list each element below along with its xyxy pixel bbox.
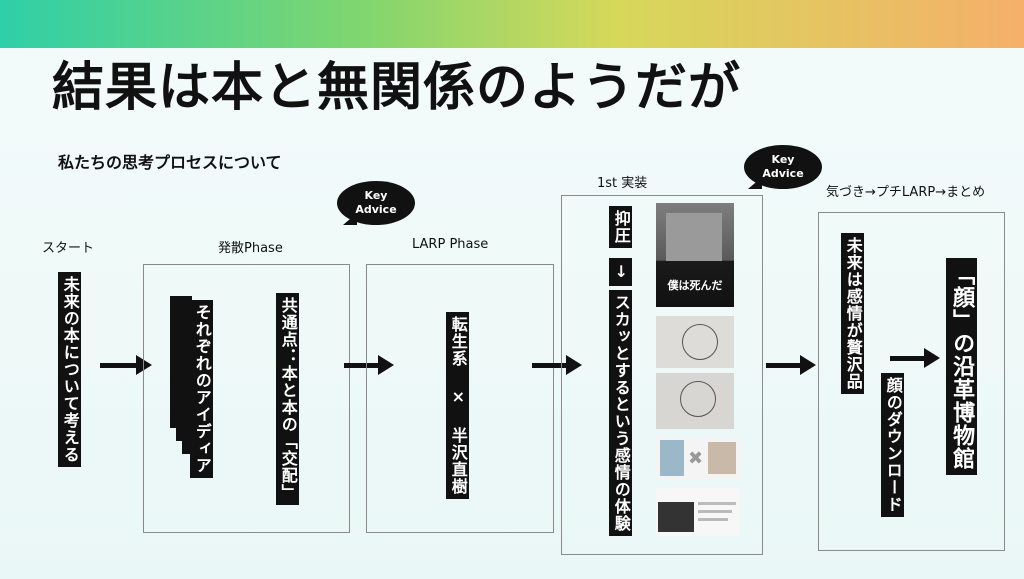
start-label: スタート bbox=[42, 241, 95, 256]
sketch-face bbox=[680, 381, 716, 417]
header-gradient-bar bbox=[0, 0, 1024, 48]
slide-title: 結果は本と無関係のようだが bbox=[52, 58, 742, 118]
photo-sketch-1 bbox=[656, 316, 734, 368]
photo-book-cover: 僕は死んだ bbox=[656, 203, 734, 307]
divergence-label: 発散Phase bbox=[218, 241, 283, 256]
larp-label: LARP Phase bbox=[412, 237, 489, 252]
bubble-line-2: Advice bbox=[355, 203, 397, 216]
final-text-c: 「顔」の沿革博物館 bbox=[946, 258, 978, 475]
final-text-b: 顔のダウンロード bbox=[881, 373, 904, 517]
impl-top-text: 抑圧 bbox=[609, 206, 632, 248]
doc-thumb bbox=[658, 502, 694, 532]
cross-icon: ✖ bbox=[688, 448, 704, 469]
photo-book-cross: ✖ bbox=[656, 438, 740, 480]
impl-box bbox=[561, 195, 763, 555]
bubble-line-2: Advice bbox=[762, 167, 804, 180]
impl-arrow-text: ↓ bbox=[609, 258, 632, 286]
impl-label: 1st 実装 bbox=[597, 176, 648, 191]
book-thumb-2 bbox=[708, 442, 736, 474]
slide-subtitle: 私たちの思考プロセスについて bbox=[58, 153, 282, 172]
larp-box bbox=[366, 264, 554, 533]
photo-sign bbox=[666, 213, 722, 261]
final-text-a: 未来は感情が贅沢品 bbox=[841, 233, 864, 394]
doc-line bbox=[698, 510, 732, 513]
ideas-text: それぞれのアイディア bbox=[190, 300, 213, 478]
bubble-line-1: Key bbox=[771, 153, 795, 167]
divergence-box bbox=[143, 264, 350, 533]
larp-text: 転生系 × 半沢直樹 bbox=[446, 312, 469, 499]
photo-sketch-2 bbox=[656, 373, 734, 429]
doc-line bbox=[698, 518, 728, 521]
book-thumb-1 bbox=[660, 440, 684, 476]
doc-line bbox=[698, 502, 736, 505]
common-point-text: 共通点：本と本の「交配」 bbox=[276, 293, 299, 505]
impl-bottom-text: スカッとするという感情の体験 bbox=[609, 290, 632, 536]
sketch-face bbox=[682, 324, 718, 360]
bubble-line-1: Key bbox=[364, 189, 388, 203]
photo-caption: 僕は死んだ bbox=[667, 279, 723, 292]
final-label: 気づき→プチLARP→まとめ bbox=[826, 185, 986, 200]
photo-document bbox=[656, 488, 740, 536]
final-box bbox=[818, 212, 1005, 551]
start-text: 未来の本について考える bbox=[58, 272, 81, 467]
